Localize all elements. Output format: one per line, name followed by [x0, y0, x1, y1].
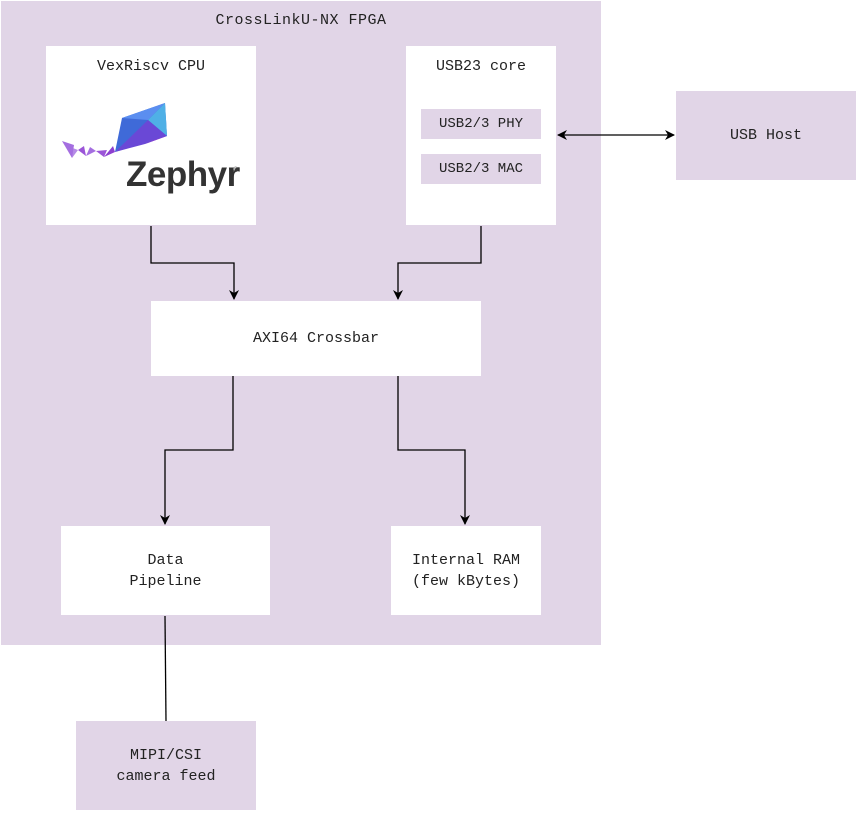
crossbar-to-ram-arrow — [397, 376, 470, 525]
usb-phy-block: USB2/3 PHY — [421, 109, 541, 139]
zephyr-wordmark: Zephyr — [126, 155, 240, 194]
zephyr-logo-icon — [62, 103, 167, 158]
ram-line2: (few kBytes) — [411, 572, 521, 590]
cpu-title: VexRiscv CPU — [96, 58, 206, 75]
ram-line1: Internal RAM — [411, 551, 521, 569]
crossbar-to-pipeline-arrow — [160, 376, 234, 525]
pipeline-line2: Pipeline — [129, 572, 202, 590]
usb-to-crossbar-arrow — [393, 226, 482, 300]
mipi-line1: MIPI/CSI — [129, 746, 202, 764]
mipi-csi-block: MIPI/CSI camera feed — [76, 721, 256, 810]
axi-crossbar-block: AXI64 Crossbar — [151, 301, 481, 376]
zephyr-registered-mark: ® — [233, 167, 239, 174]
usb-host-block: USB Host — [676, 91, 856, 180]
fpga-title: CrossLinkU-NX FPGA — [215, 12, 387, 29]
usb-core-title: USB23 core — [435, 58, 526, 75]
internal-ram-block: Internal RAM (few kBytes) — [391, 526, 541, 615]
usb-mac-block: USB2/3 MAC — [421, 154, 541, 184]
pipeline-to-mipi-line — [164, 615, 167, 722]
pipeline-line1: Data — [147, 551, 184, 569]
data-pipeline-block: Data Pipeline — [61, 526, 270, 615]
cpu-to-crossbar-arrow — [150, 226, 239, 300]
mipi-line2: camera feed — [116, 767, 216, 785]
